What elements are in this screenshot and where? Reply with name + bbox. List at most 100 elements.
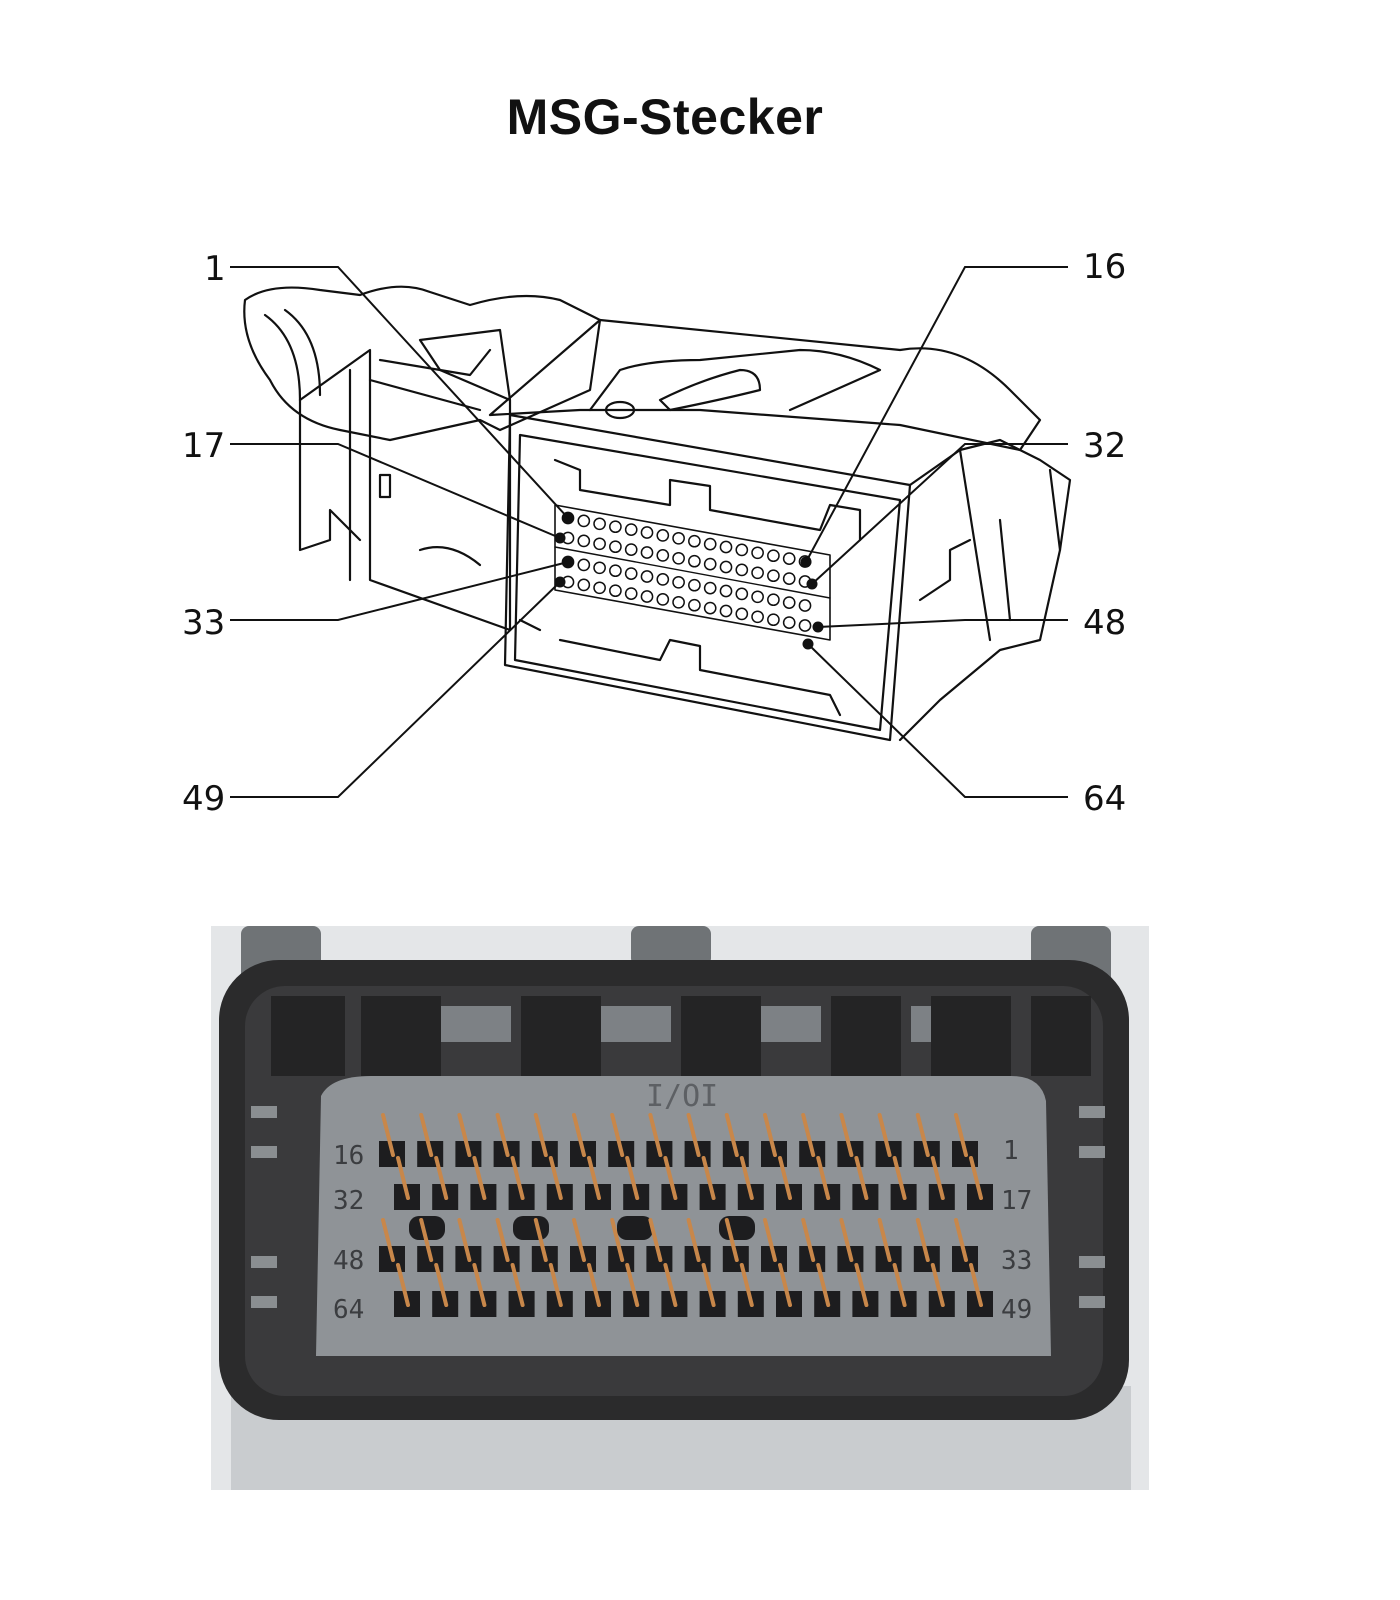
pin-hole [624,567,638,580]
leader-line-33 [230,561,569,621]
pin-hole [672,595,685,609]
pin [625,1263,640,1307]
leader-line-1 [230,266,569,519]
pin-hole [577,514,591,528]
pin [954,1113,968,1157]
pin-hole [656,529,670,542]
pin-hole [624,587,638,600]
pin-hole [640,526,654,539]
callout-33: 33 [182,603,225,643]
row-label-33: 33 [1001,1246,1032,1276]
pin-hole [782,596,796,609]
pin [724,1218,739,1262]
callout-32: 32 [1083,426,1126,466]
pin-hole [672,551,685,565]
cable-outline [243,285,602,442]
callout-leaders [230,266,1068,798]
pin [854,1156,869,1200]
pin-hole [703,601,717,615]
leader-line-48 [817,619,1068,628]
leader-line-17 [230,443,561,539]
pin [724,1113,739,1157]
pin [778,1156,792,1200]
pin [954,1218,968,1262]
pin-hole [782,552,796,565]
housing-ribs [271,996,1091,1076]
pin-hole [767,549,780,563]
pin [495,1113,510,1157]
pin-hole [656,549,670,562]
pin [915,1218,930,1262]
pin [701,1156,716,1200]
pin-hole [640,546,654,559]
pin-hole [656,593,670,606]
pin-hole [609,584,622,598]
pin [381,1113,395,1157]
pin [572,1218,586,1262]
pin [839,1113,854,1157]
housing-marking: I/OI [646,1079,718,1114]
pin [548,1263,563,1307]
pin [969,1263,983,1307]
pin-hole [640,570,654,583]
pin-hole [751,546,764,560]
pin-hole [719,540,733,554]
pin-hole [577,534,591,548]
pin-hole [798,619,812,632]
pin-hole [609,520,622,534]
leader-line-64 [807,643,1068,798]
callout-49: 49 [182,779,225,819]
pin [801,1218,816,1262]
pin-hole [767,569,780,583]
row-label-1: 1 [1003,1136,1019,1166]
pin [663,1263,678,1307]
pin [625,1156,640,1200]
pin [457,1113,472,1157]
pin-hole [735,587,749,601]
pin [548,1156,563,1200]
pin-hole [782,572,796,585]
pin [739,1263,754,1307]
pin [572,1113,586,1157]
pin-hole [609,564,622,578]
pin [648,1113,663,1157]
pin-hole [593,561,606,575]
pin-hole [577,558,591,572]
housing-frame [503,413,912,742]
pin-hole [593,537,606,551]
pin-field [554,504,831,641]
pin [663,1156,678,1200]
callout-48: 48 [1083,603,1126,643]
pin-hole [624,523,638,536]
pin [816,1156,831,1200]
pin-hole [719,584,733,598]
pin [381,1218,395,1262]
pin-hole [767,593,780,607]
pin-hole [672,575,685,589]
pin [854,1263,869,1307]
page-title: MSG-Stecker [506,89,824,145]
pin-hole [703,537,717,551]
pin [892,1263,907,1307]
pin [778,1263,792,1307]
pin [877,1218,892,1262]
pin-hole [561,555,575,569]
pin-hole [688,598,701,612]
pin [510,1156,525,1200]
pin [510,1263,525,1307]
pin [587,1263,601,1307]
pin [495,1218,510,1262]
pin [763,1113,777,1157]
pin [457,1218,472,1262]
pin-hole [640,590,654,603]
pin-hole [688,578,701,592]
connector-photo: I/OI 16 32 48 64 1 17 33 49 [211,926,1149,1490]
pin-hole [735,543,749,557]
pin-hole [735,563,749,577]
pin-hole [751,610,764,624]
pin-hole [751,590,764,604]
pin [877,1113,892,1157]
pin [396,1263,410,1307]
pin-hole [751,566,764,580]
right-body [898,438,1072,742]
